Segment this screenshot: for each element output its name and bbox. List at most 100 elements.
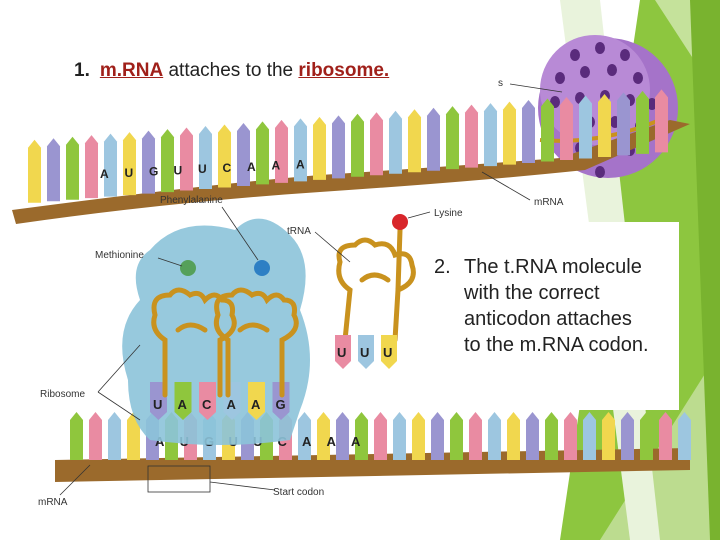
bottom-strand-nucleotide	[336, 412, 349, 460]
label-mrna-top: mRNA	[534, 197, 564, 208]
bottom-strand-nucleotide	[545, 412, 558, 460]
step2-line-2: with the correct	[464, 282, 600, 304]
ribosome-pore	[595, 166, 605, 178]
bound-anticodon-base: A	[251, 397, 261, 412]
bound-anticodon-base: U	[153, 397, 162, 412]
top-strand-nucleotide	[389, 110, 402, 174]
top-strand-base: U	[174, 163, 183, 177]
ribosome-pore	[607, 64, 617, 76]
bottom-strand-nucleotide	[659, 412, 672, 460]
top-strand-nucleotide	[142, 130, 155, 194]
bottom-strand-nucleotide	[488, 412, 501, 460]
bottom-strand-base: A	[327, 434, 337, 449]
top-strand-nucleotide	[28, 139, 41, 203]
top-strand-nucleotide	[560, 97, 573, 160]
bottom-strand-nucleotide	[374, 412, 387, 460]
bottom-strand-nucleotide	[108, 412, 121, 460]
lysine-bead	[392, 214, 408, 230]
step1-number: 1.	[74, 60, 90, 81]
top-strand-base: U	[125, 166, 134, 180]
top-strand-nucleotide	[66, 136, 79, 200]
top-strand-nucleotide	[408, 109, 421, 173]
bottom-strand-nucleotide	[526, 412, 539, 460]
bound-anticodon-nucleotide	[174, 382, 192, 420]
bottom-strand-nucleotide	[412, 412, 425, 460]
bottom-strand-base: A	[155, 434, 165, 449]
top-strand-nucleotide	[294, 118, 307, 182]
top-strand-nucleotide	[427, 107, 440, 171]
top-strand-nucleotide	[370, 112, 383, 176]
partial-label-s: s	[498, 78, 503, 89]
bottom-strand-nucleotide	[317, 412, 330, 460]
label-methionine: Methionine	[95, 250, 144, 261]
free-anticodon-nucleotide	[381, 335, 397, 369]
free-anticodon-nucleotide	[358, 335, 374, 369]
ribosome-pore	[580, 66, 590, 78]
top-strand-nucleotide	[47, 138, 60, 202]
label-trna: tRNA	[287, 226, 311, 237]
bottom-strand-nucleotide	[507, 412, 520, 460]
bottom-strand-nucleotide	[355, 412, 368, 460]
label-lysine: Lysine	[434, 208, 463, 219]
phenylalanine-bead	[254, 260, 270, 276]
top-strand-nucleotide	[617, 92, 630, 156]
label-phenylalanine: Phenylalanine	[160, 195, 223, 206]
bound-anticodon-nucleotide	[199, 382, 216, 420]
top-strand-nucleotide	[123, 132, 136, 196]
top-strand-base: G	[149, 165, 158, 179]
bottom-strand-nucleotide	[431, 412, 444, 460]
top-strand-nucleotide	[256, 121, 269, 185]
bottom-strand-base: A	[351, 434, 361, 449]
free-anticodon-base: U	[383, 345, 392, 360]
bottom-strand-nucleotide	[621, 412, 634, 460]
label-ribosome: Ribosome	[40, 389, 85, 400]
free-anticodon-nucleotide	[335, 335, 351, 369]
top-strand-nucleotide	[636, 90, 649, 154]
bound-anticodon-base: G	[276, 397, 286, 412]
top-strand-nucleotide	[579, 95, 592, 159]
top-strand-nucleotide	[332, 115, 345, 179]
top-strand-nucleotide	[275, 119, 288, 183]
bottom-strand-nucleotide	[469, 412, 482, 460]
top-strand-nucleotide	[503, 101, 516, 165]
bound-anticodon-base: A	[227, 397, 237, 412]
bottom-strand-nucleotide	[678, 412, 691, 460]
bottom-strand-nucleotide	[564, 412, 577, 460]
methionine-bead	[180, 260, 196, 276]
top-strand-nucleotide	[351, 113, 364, 177]
top-strand-base: A	[100, 167, 109, 181]
bottom-strand-nucleotide	[127, 412, 140, 460]
bottom-strand-base: C	[278, 434, 288, 449]
bottom-strand-nucleotide	[393, 412, 406, 460]
step1-middle: attaches to the	[163, 60, 299, 81]
step2-panel	[427, 222, 679, 410]
leader-lines	[59, 83, 563, 496]
bottom-strand-nucleotide	[450, 412, 463, 460]
ribosome-pore	[647, 98, 657, 110]
step2-line-4: to the m.RNA codon.	[464, 334, 649, 356]
top-strand-base: A	[272, 159, 281, 173]
top-strand-nucleotide	[655, 89, 668, 153]
top-strand-nucleotide	[446, 106, 459, 170]
bound-anticodon-nucleotide	[248, 382, 265, 420]
bound-anticodon-nucleotide	[272, 382, 290, 420]
top-strand-nucleotide	[161, 129, 174, 193]
bottom-strand-nucleotide	[298, 412, 311, 460]
top-strand-nucleotide	[199, 126, 212, 190]
bottom-strand-base: A	[302, 434, 312, 449]
top-strand-nucleotide	[465, 104, 478, 168]
ribosome-pore	[555, 72, 565, 84]
top-strand-nucleotide	[85, 135, 98, 199]
bottom-strand-nucleotide	[583, 412, 596, 460]
top-strand-nucleotide	[180, 127, 193, 191]
free-anticodon-base: U	[337, 345, 346, 360]
free-anticodon-base: U	[360, 345, 369, 360]
bottom-strand-nucleotide	[602, 412, 615, 460]
top-strand-nucleotide	[484, 103, 497, 167]
step1-caption: 1.m.RNA attaches to the ribosome.	[74, 60, 389, 82]
top-strand-nucleotide	[237, 122, 250, 186]
top-strand-nucleotide	[313, 116, 326, 180]
ribosome-pore	[620, 49, 630, 61]
